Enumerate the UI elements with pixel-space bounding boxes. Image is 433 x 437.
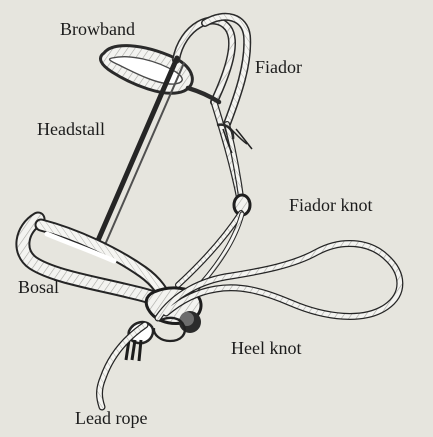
heel-knot-label: Heel knot [231,339,301,357]
lead-rope-label: Lead rope [75,409,147,427]
bosal-label: Bosal [18,278,59,296]
headstall-label: Headstall [37,120,105,138]
browband-label: Browband [60,20,135,38]
fiador-label: Fiador [255,58,302,76]
fiador-knot-label: Fiador knot [289,196,373,214]
